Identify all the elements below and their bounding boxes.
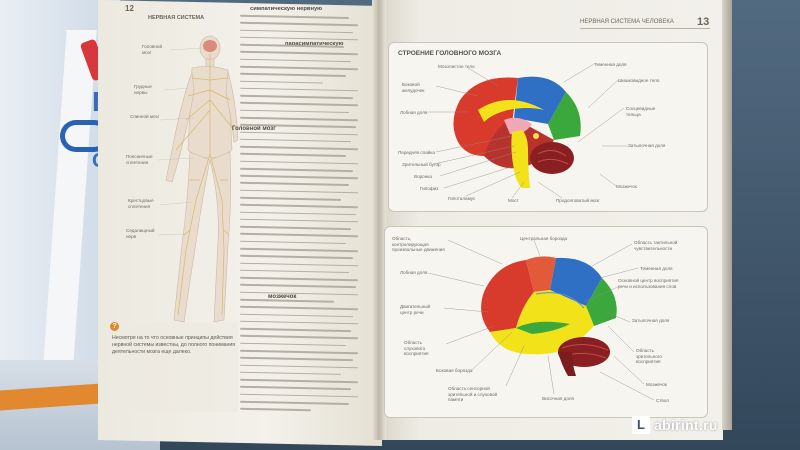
watermark-logo-icon: L <box>632 416 650 434</box>
heading-parasympathetic: парасимпатическую <box>285 41 344 47</box>
d1-label-infundibulum: Воронка <box>414 174 432 179</box>
term-brain: Головной мозг <box>232 126 276 132</box>
d1-label-thalamus: Зрительный бугор <box>402 162 441 167</box>
d2-label-cerebellum: Мозжечок <box>646 382 667 387</box>
d2-label-auditory: Область слухового восприятия <box>404 340 429 356</box>
d1-label-pituitary: Гипофиз <box>420 186 439 191</box>
watermark-text: abirint.ru <box>654 417 718 433</box>
diagram2-leader-lines <box>427 239 655 401</box>
heading-sympathetic: симпатическую нервную <box>250 6 323 12</box>
figure-label-brain: Головной мозг <box>142 44 163 55</box>
d1-label-anterior-commissure: Передняя спайка <box>398 150 435 155</box>
d2-label-lateral-sulcus: Боковая борозда <box>436 368 473 373</box>
d2-label-tactile: Область тактильной чувствительности <box>634 240 678 251</box>
brain-highlight-icon <box>203 40 217 52</box>
d1-label-cerebellum: Мозжечок <box>616 184 637 189</box>
d1-label-hypothalamus: Гипоталамус <box>448 196 476 201</box>
blue-shape <box>60 120 110 152</box>
note-box <box>110 322 238 412</box>
d1-label-lateral-ventricle: Боковой желудочек <box>402 82 425 93</box>
d1-label-medulla: Продолговатый мозг <box>556 198 600 203</box>
d1-label-frontal-lobe: Лобная доля <box>400 110 428 115</box>
d2-label-speech-center: Основной центр восприятия речи и использ… <box>618 278 679 289</box>
d2-label-frontal: Лобная доля <box>400 270 428 275</box>
d2-label-temporal: Височная доля <box>542 396 574 401</box>
d1-label-parietal: Теменная доля <box>594 62 627 67</box>
d1-label-corpus-callosum: Мозолистое тело <box>438 64 475 69</box>
diagram1-leader-lines <box>428 63 628 199</box>
diagram1-title: СТРОЕНИЕ ГОЛОВНОГО МОЗГА <box>398 50 502 57</box>
figure-label-sacral: Крестцовые сплетения <box>128 198 154 209</box>
d2-label-motor-control: Область, контролирующая произвольные дви… <box>392 236 445 252</box>
right-page-header: НЕРВНАЯ СИСТЕМА ЧЕЛОВЕКА <box>580 19 674 25</box>
figure-label-lumbar: Поясничные сплетения <box>126 154 153 165</box>
d1-label-occipital: Затылочная доля <box>628 143 666 148</box>
d2-label-occipital: Затылочная доля <box>632 318 670 323</box>
d2-label-central-sulcus: Центральная борозда <box>520 236 568 241</box>
left-page-number: 12 <box>125 4 134 13</box>
figure-label-spinal: Спинной мозг <box>130 114 160 119</box>
nervous-system-figure <box>157 35 239 323</box>
d2-label-memory: Область сенсорной зрительной и слуховой … <box>448 386 498 402</box>
d1-label-pineal: Шишковидное тело <box>618 78 660 83</box>
term-cerebellum: мозжечок <box>268 294 297 300</box>
d2-label-visual: Область зрительного восприятия <box>636 348 662 364</box>
book-gutter <box>372 0 386 440</box>
note-text: Несмотря на то что основные принципы дей… <box>112 335 236 356</box>
d1-label-mammillary: Сосцевидные тельца <box>626 106 656 117</box>
brain-sagittal-illustration <box>453 76 581 188</box>
right-page-number: 13 <box>697 16 710 28</box>
header-rule <box>580 28 710 29</box>
d1-label-pons: Мост <box>508 198 519 203</box>
figure-title: НЕРВНАЯ СИСТЕМА <box>148 15 205 21</box>
brain-lateral-illustration <box>481 256 617 376</box>
question-icon: ? <box>110 322 119 331</box>
brain-structure-diagram <box>388 42 708 212</box>
figure-label-sciatic: Седалищный нерв <box>126 228 155 239</box>
d2-label-parietal: Теменная доля <box>640 266 673 271</box>
page-edge <box>722 0 732 430</box>
d2-label-brainstem: Ствол <box>656 398 669 403</box>
figure-label-thoracic: Грудные нервы <box>134 84 152 95</box>
d2-label-speech-motor: Двигательный центр речи <box>400 304 431 315</box>
left-body-text <box>240 14 358 418</box>
